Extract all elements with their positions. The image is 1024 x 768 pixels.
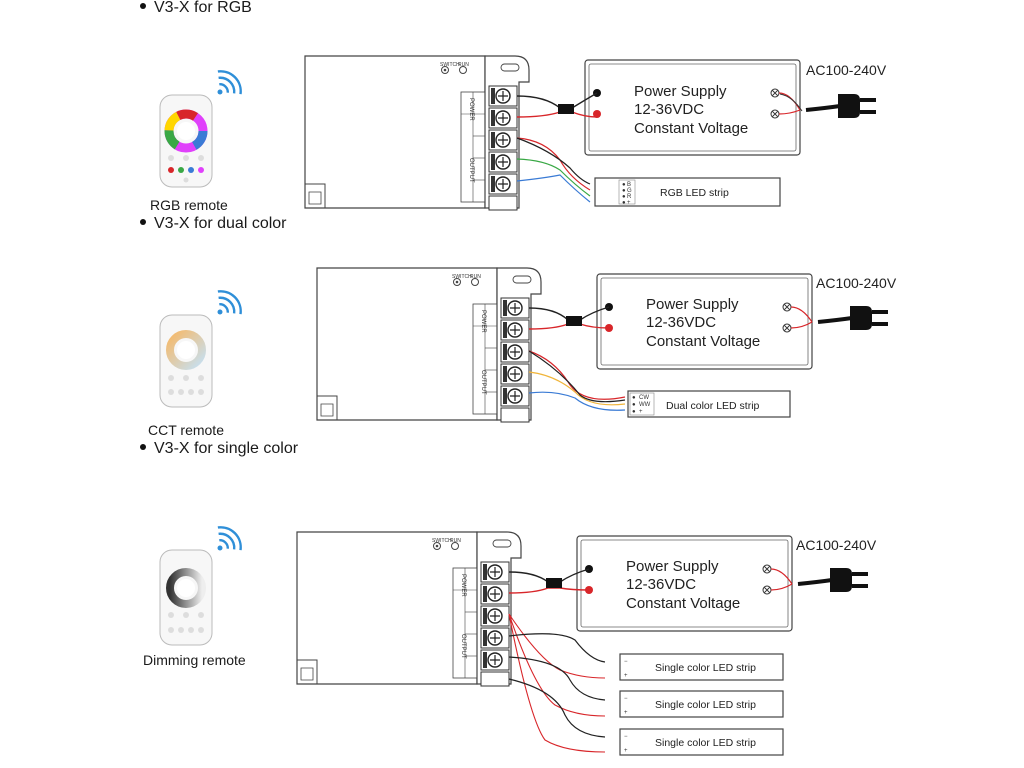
controller-dual (316, 267, 542, 423)
section-heading-single: V3-X for single color (140, 440, 298, 458)
ac-plug-icon (796, 566, 870, 594)
svg-text:CW: CW (639, 395, 649, 401)
svg-text:+: + (639, 409, 643, 415)
svg-text:OUTPUT: OUTPUT (460, 634, 466, 659)
svg-text:RUN: RUN (450, 538, 461, 544)
svg-text:POWER: POWER (480, 310, 486, 333)
svg-text:Single color LED strip: Single color LED strip (655, 737, 756, 749)
svg-text:●: ● (632, 409, 636, 415)
ac-plug-icon (816, 304, 890, 332)
svg-text:B: B (627, 182, 631, 188)
svg-text:AC100-240V: AC100-240V (806, 62, 887, 78)
svg-text:+: + (624, 710, 628, 716)
svg-text:Dual color LED strip: Dual color LED strip (666, 400, 760, 412)
svg-text:●: ● (622, 182, 626, 188)
remote-label-cct: CCT remote (148, 422, 224, 438)
ac-plug-icon (804, 92, 878, 120)
svg-text:Single color LED strip: Single color LED strip (655, 699, 756, 711)
svg-text:POWER: POWER (468, 98, 474, 121)
led-strip-dual (627, 390, 791, 418)
svg-text:+: + (624, 748, 628, 754)
svg-text:WW: WW (639, 402, 651, 408)
svg-text:Power Supply: Power Supply (626, 558, 719, 575)
svg-text:Power Supply: Power Supply (634, 83, 727, 100)
svg-text:SWITCH: SWITCH (432, 538, 452, 544)
remote-cct (159, 314, 213, 408)
svg-text:●: ● (622, 200, 626, 206)
led-strip-single-2 (619, 690, 784, 718)
svg-text:12-36VDC: 12-36VDC (646, 314, 716, 331)
svg-text:Single color LED strip: Single color LED strip (655, 662, 756, 674)
svg-text:12-36VDC: 12-36VDC (634, 101, 704, 118)
svg-text:Constant Voltage: Constant Voltage (626, 595, 740, 612)
svg-text:Constant Voltage: Constant Voltage (634, 120, 748, 137)
svg-text:G: G (627, 188, 632, 194)
led-strip-single-3 (619, 728, 784, 756)
svg-text:12-36VDC: 12-36VDC (626, 576, 696, 593)
svg-text:RUN: RUN (458, 62, 469, 68)
svg-text:SWITCH: SWITCH (452, 274, 472, 280)
wifi-signal-icon (216, 520, 248, 552)
controller-rgb (304, 55, 530, 211)
remote-rgb (159, 94, 213, 188)
svg-text:●: ● (632, 395, 636, 401)
svg-text:−: − (624, 696, 628, 702)
wifi-signal-icon (216, 64, 248, 96)
svg-text:Constant Voltage: Constant Voltage (646, 333, 760, 350)
svg-text:SWITCH: SWITCH (440, 62, 460, 68)
remote-label-dimming: Dimming remote (143, 652, 246, 668)
svg-text:POWER: POWER (460, 574, 466, 597)
controller-single (296, 531, 522, 687)
svg-text:AC100-240V: AC100-240V (816, 275, 897, 291)
svg-text:RGB LED strip: RGB LED strip (660, 187, 729, 199)
svg-text:●: ● (622, 194, 626, 200)
remote-dimming (159, 549, 213, 646)
svg-text:Power Supply: Power Supply (646, 296, 739, 313)
remote-label-rgb: RGB remote (150, 197, 228, 213)
svg-text:RUN: RUN (470, 274, 481, 280)
section-heading-rgb: V3-X for RGB (140, 0, 252, 17)
svg-text:OUTPUT: OUTPUT (468, 158, 474, 183)
svg-text:+: + (624, 673, 628, 679)
svg-text:−: − (624, 659, 628, 665)
svg-text:AC100-240V: AC100-240V (796, 537, 877, 553)
svg-text:●: ● (622, 188, 626, 194)
svg-text:●: ● (632, 402, 636, 408)
svg-text:OUTPUT: OUTPUT (480, 370, 486, 395)
section-heading-dual: V3-X for dual color (140, 215, 287, 233)
svg-text:−: − (624, 734, 628, 740)
led-strip-single-1 (619, 653, 784, 681)
svg-text:+: + (627, 200, 631, 206)
svg-text:R: R (627, 194, 632, 200)
wifi-signal-icon (216, 284, 248, 316)
